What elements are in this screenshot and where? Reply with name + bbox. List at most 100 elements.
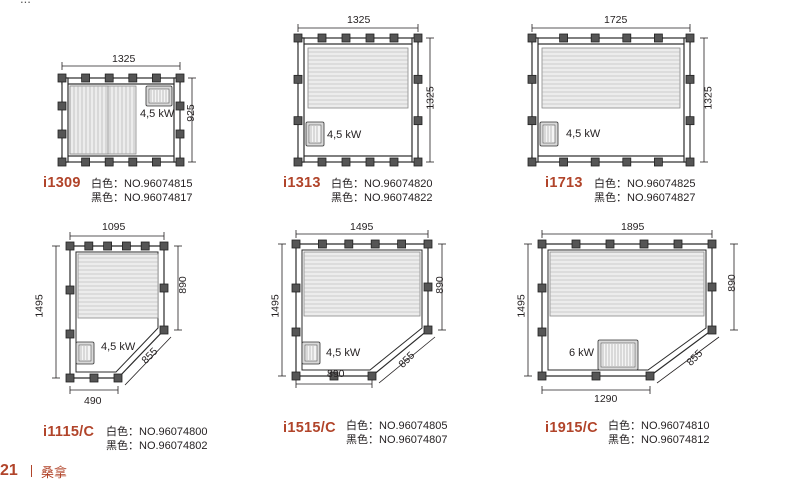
corner-post-i1713-0 bbox=[527, 33, 537, 43]
post-right-i1515c bbox=[423, 282, 433, 292]
dimline-diag-i1915c bbox=[656, 336, 720, 384]
wall-top-i1713 bbox=[531, 37, 691, 45]
footer-label: 桑拿 bbox=[41, 465, 68, 480]
wall-bottom-i1713 bbox=[531, 155, 691, 163]
post-right-i1313-1 bbox=[413, 74, 423, 84]
post-bottom-i1713-4 bbox=[654, 157, 663, 167]
post-left-i1309-2 bbox=[57, 129, 67, 139]
wall-top-i1309 bbox=[61, 77, 181, 85]
post-top-i1115c-3 bbox=[122, 241, 131, 251]
post-bottom-i1309-3 bbox=[128, 157, 138, 167]
footer-divider bbox=[31, 465, 32, 477]
wall-bottom-i1313 bbox=[297, 155, 419, 163]
wall-right-i1713 bbox=[683, 37, 691, 163]
heater-i1515c-inner bbox=[304, 344, 318, 362]
post-top-i1313-3 bbox=[365, 33, 375, 43]
post-right-i1713-2 bbox=[685, 116, 695, 126]
dim-bottom-i1515c: 890 bbox=[327, 368, 345, 380]
dim-side-i1115c: 890 bbox=[176, 276, 189, 294]
corner-post-i1309-0 bbox=[57, 73, 67, 83]
model-name-i1313: i1313 bbox=[283, 175, 321, 191]
dim-height-i1515c: 1495 bbox=[269, 294, 282, 318]
dim-width-i1313: 1325 bbox=[347, 14, 371, 26]
dim-height-i1313: 1325 bbox=[424, 86, 437, 110]
corner-post-i1915c-4 bbox=[537, 371, 547, 381]
post-top-i1915c-2 bbox=[605, 239, 615, 249]
post-bottom-i1313-1 bbox=[317, 157, 327, 167]
post-bottom-i1915c bbox=[591, 371, 601, 381]
heater-i1115c-inner bbox=[78, 344, 92, 362]
heater-i1313-inner bbox=[308, 124, 322, 144]
post-top-i1713-4 bbox=[654, 33, 663, 43]
wall-left-i1713 bbox=[531, 37, 539, 163]
heater-power-i1713: 4,5 kW bbox=[566, 128, 601, 140]
post-bottom-i1313-3 bbox=[365, 157, 375, 167]
post-top-i1309-1 bbox=[81, 73, 90, 83]
post-top-i1713-2 bbox=[590, 33, 600, 43]
post-top-i1515c-2 bbox=[344, 239, 354, 249]
post-right-i1115c bbox=[159, 283, 169, 293]
wall-left-i1309 bbox=[61, 77, 69, 163]
post-left-i1515c-1 bbox=[291, 283, 301, 293]
page-number: 21 bbox=[0, 462, 18, 479]
post-left-i1915c-2 bbox=[537, 327, 547, 337]
post-bottom-i1115c bbox=[89, 373, 99, 383]
post-right-i1713-1 bbox=[685, 74, 695, 84]
dim-side-i1915c: 890 bbox=[725, 274, 738, 292]
corner-post-i1515c-3 bbox=[367, 371, 377, 381]
post-top-i1915c-1 bbox=[571, 239, 581, 249]
post-right-i1309-2 bbox=[175, 129, 185, 139]
wall-left-i1313 bbox=[297, 37, 305, 163]
post-top-i1915c-4 bbox=[673, 239, 683, 249]
dim-height-i1915c: 1495 bbox=[515, 294, 528, 318]
color-codes-i1309: 白色：NO.96074815 黑色：NO.96074817 bbox=[91, 178, 193, 204]
dim-height-i1309: 925 bbox=[184, 104, 197, 122]
heater-power-i1515c: 4,5 kW bbox=[326, 347, 361, 359]
dim-height-i1713: 1325 bbox=[702, 86, 715, 110]
cropped-top-text: ... bbox=[0, 0, 800, 6]
post-top-i1515c-1 bbox=[317, 239, 327, 249]
post-left-i1515c-2 bbox=[291, 327, 301, 337]
corner-post-i1915c-0 bbox=[537, 239, 547, 249]
post-left-i1713-1 bbox=[527, 74, 537, 84]
bench2-i1309 bbox=[69, 85, 109, 155]
corner-post-i1115c-1 bbox=[159, 241, 169, 251]
corner-post-i1515c-2 bbox=[423, 325, 433, 335]
color-codes-i1713: 白色：NO.96074825 黑色：NO.96074827 bbox=[594, 178, 696, 204]
post-left-i1915c-1 bbox=[537, 283, 547, 293]
post-left-i1115c-2 bbox=[65, 329, 75, 339]
post-right-i1309-1 bbox=[175, 101, 185, 111]
post-bottom-i1313-2 bbox=[341, 157, 351, 167]
post-right-i1915c bbox=[707, 282, 717, 292]
corner-post-i1115c-0 bbox=[65, 241, 75, 251]
corner-post-i1915c-3 bbox=[645, 371, 655, 381]
model-name-i1115c: i1115/C bbox=[43, 424, 95, 440]
wall-bottom-i1309 bbox=[61, 155, 181, 163]
post-top-i1515c-3 bbox=[370, 239, 380, 249]
corner-post-i1313-3 bbox=[413, 157, 423, 167]
post-top-i1515c-4 bbox=[397, 239, 407, 249]
post-top-i1309-3 bbox=[128, 73, 138, 83]
corner-post-i1313-0 bbox=[293, 33, 303, 43]
wall-right-i1309 bbox=[173, 77, 181, 163]
corner-post-i1115c-3 bbox=[113, 373, 123, 383]
post-top-i1309-2 bbox=[104, 73, 114, 83]
post-top-i1115c-2 bbox=[103, 241, 112, 251]
corner-post-i1309-1 bbox=[175, 73, 185, 83]
model-name-i1713: i1713 bbox=[545, 175, 583, 191]
color-codes-i1115c: 白色：NO.96074800 黑色：NO.96074802 bbox=[106, 426, 208, 452]
heater-power-i1915c: 6 kW bbox=[569, 347, 595, 359]
dim-width-i1115c: 1095 bbox=[102, 221, 126, 233]
post-top-i1115c-1 bbox=[84, 241, 94, 251]
model-name-i1309: i1309 bbox=[43, 175, 81, 191]
post-left-i1313-1 bbox=[293, 74, 303, 84]
post-top-i1309-4 bbox=[151, 73, 161, 83]
dimline-diag-i1515c bbox=[378, 336, 436, 384]
corner-post-i1313-1 bbox=[413, 33, 423, 43]
inner-outline-i1915c bbox=[547, 249, 707, 371]
post-bottom-i1713-3 bbox=[622, 157, 632, 167]
post-left-i1309-1 bbox=[57, 101, 67, 111]
post-top-i1313-2 bbox=[341, 33, 351, 43]
heater-power-i1313: 4,5 kW bbox=[327, 129, 362, 141]
corner-post-i1713-1 bbox=[685, 33, 695, 43]
